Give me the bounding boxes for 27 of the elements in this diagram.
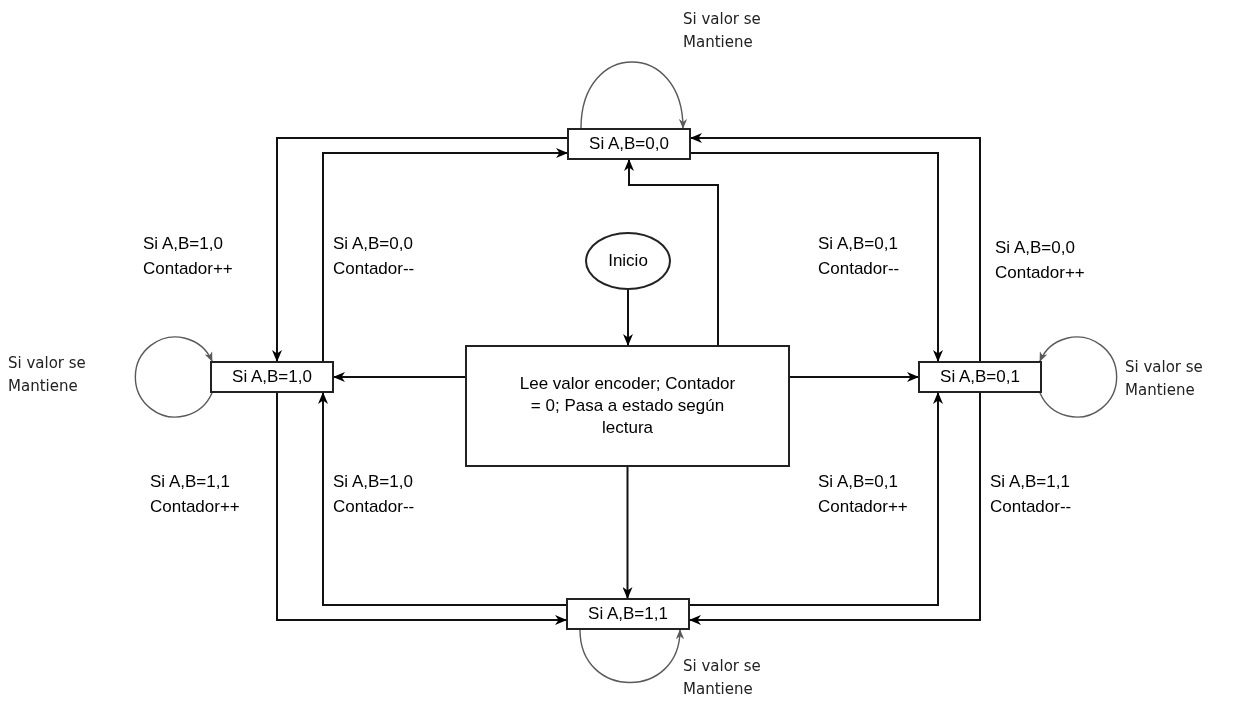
arrow [690, 133, 981, 362]
state-box: Si A,B=0,1 [918, 361, 1042, 393]
arrow [690, 152, 943, 362]
edge-label: Si valor se Mantiene [683, 656, 762, 700]
arrow [689, 392, 943, 606]
arrow [276, 392, 567, 625]
state-box: Si A,B=0,0 [567, 128, 691, 160]
arrow [622, 466, 633, 599]
arrow [623, 289, 633, 346]
arrow [333, 372, 466, 382]
arrow [624, 159, 719, 346]
state-box: Si A,B=1,0 [210, 361, 334, 393]
arrow [272, 137, 568, 362]
edge-label: Si valor se Mantiene [683, 9, 762, 53]
self-loop-arrow [134, 336, 213, 418]
self-loop-arrow [579, 629, 683, 684]
arrow [689, 392, 981, 625]
arrow [322, 148, 568, 362]
self-loop-arrow [1039, 336, 1118, 418]
start-ellipse: Inicio [585, 232, 671, 290]
self-loop-arrow [580, 61, 687, 129]
process-box: Lee valor encoder; Contador = 0; Pasa a estado según lectura [465, 345, 790, 467]
state-box: Si A,B=1,1 [566, 598, 690, 630]
edge-label: Si valor se Mantiene [8, 353, 87, 397]
arrow [318, 392, 567, 606]
edge-label: Si valor se Mantiene [1125, 357, 1204, 401]
arrow [789, 372, 919, 382]
